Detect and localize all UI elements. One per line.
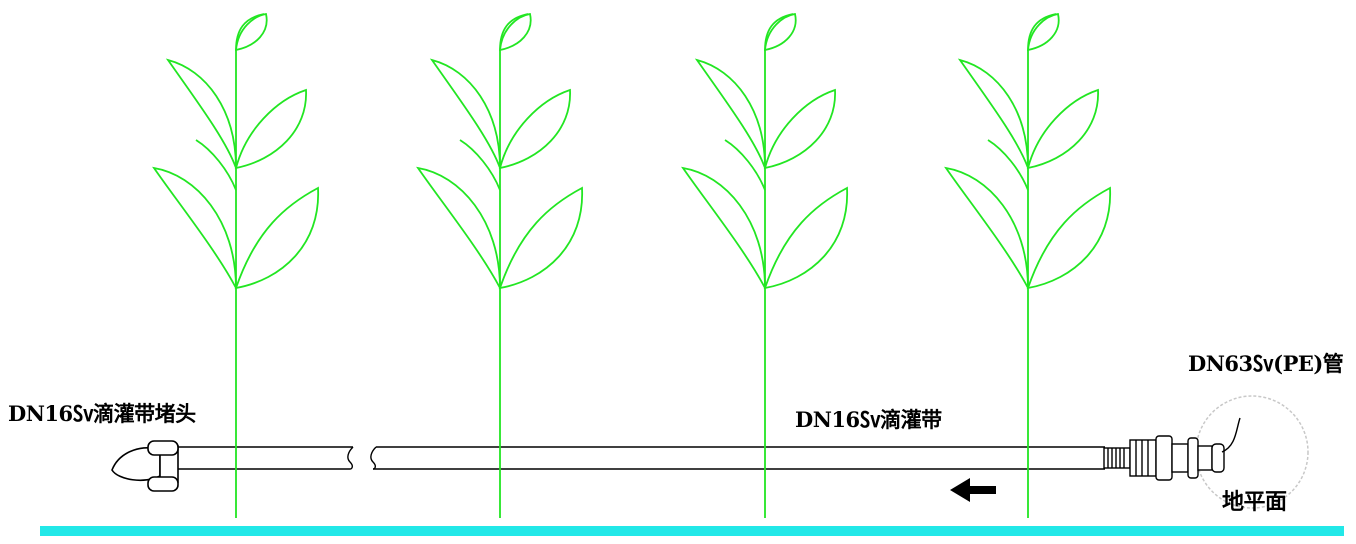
plant-3 bbox=[682, 13, 849, 519]
plant-2 bbox=[417, 13, 584, 519]
pipe-connector-icon bbox=[1103, 417, 1241, 481]
flow-arrow-icon bbox=[950, 478, 996, 502]
drip-tape-label: DN16㏜滴灌带 bbox=[795, 407, 942, 432]
end-cap-label: DN16㏜滴灌带堵头 bbox=[8, 401, 196, 426]
pe-pipe-label: DN63㏜(PE)管 bbox=[1188, 351, 1344, 376]
plant-4 bbox=[945, 13, 1112, 519]
drip-tape bbox=[175, 446, 1105, 470]
ground-line bbox=[40, 526, 1344, 536]
end-cap-icon bbox=[111, 440, 179, 492]
plant-1 bbox=[153, 13, 320, 519]
ground-label: 地平面 bbox=[1222, 489, 1287, 515]
